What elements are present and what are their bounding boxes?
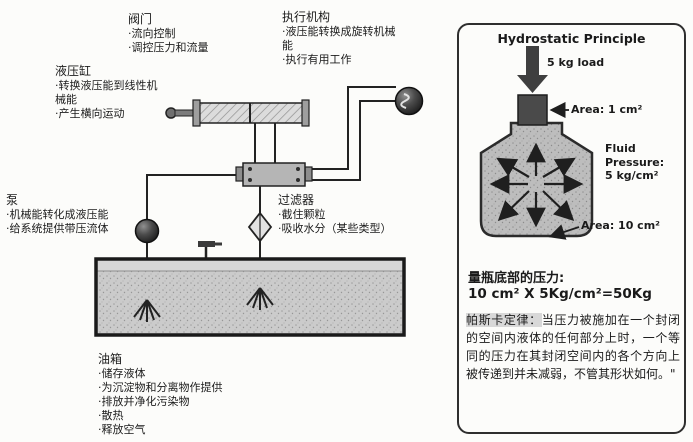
pascal-law-lead: 帕斯卡定律：: [466, 313, 542, 327]
pump-label-bullet: ·给系统提供带压流体: [6, 222, 109, 235]
reservoir-label: 油箱 ·储存液体 ·为沉淀物和分离物作提供 ·排放并净化污染物 ·散热 ·释放空…: [98, 352, 238, 437]
valve-label-bullet: ·流向控制: [128, 27, 176, 40]
cylinder-label-title: 液压缸: [55, 64, 92, 78]
reservoir-label-bullet: ·为沉淀物和分离物作提供: [98, 381, 223, 394]
valve-block-shape: [235, 162, 313, 187]
pascal-law-body: 当压力被施加在一个封闭的空间内液体的任何部分上时，一个等同的压力在其封闭空间内的…: [466, 313, 680, 381]
load-label: 5 kg load: [547, 56, 605, 69]
pump-label-bullet: ·机械能转化成液压能: [6, 208, 109, 221]
valve-label-bullet: ·调控压力和流量: [128, 41, 209, 54]
panel-title: Hydrostatic Principle: [497, 31, 646, 46]
actuator-label-bullet: ·液压能转换成旋转机械能: [282, 25, 396, 52]
tank-fitting-icon: [198, 241, 222, 259]
valve-label-title: 阀门: [128, 12, 153, 26]
valve-label: 阀门 ·流向控制 ·调控压力和流量: [128, 12, 248, 55]
filter-label-bullet: ·吸收水分（某些类型）: [278, 222, 392, 235]
actuator-label-title: 执行机构: [282, 10, 331, 24]
pascal-law-text: 帕斯卡定律：当压力被施加在一个封闭的空间内液体的任何部分上时，一个等同的压力在其…: [466, 311, 680, 383]
cylinder-label-bullet: ·转换液压能到线性机械能: [55, 79, 158, 106]
piston-shape: [517, 94, 548, 126]
area-bottom-label: Area: 10 cm²: [581, 219, 660, 232]
pressure-formula: 10 cm² X 5Kg/cm²=50Kg: [468, 286, 652, 302]
hydrostatic-principle-panel: [457, 23, 686, 434]
cylinder-label-bullet: ·产生横向运动: [55, 107, 125, 120]
actuator-label-bullet: ·执行有用工作: [282, 53, 352, 66]
filter-icon: [247, 211, 273, 243]
pressure-arrows-icon: [489, 142, 584, 228]
hydraulic-cylinder-shape: [165, 99, 310, 127]
fluid-pressure-line: 5 kg/cm²: [605, 169, 659, 182]
reservoir-label-bullet: ·储存液体: [98, 367, 146, 380]
fluid-pressure-line: Fluid: [605, 142, 636, 155]
strainer-icon: [133, 287, 274, 322]
reservoir-shape: [94, 241, 406, 337]
reservoir-label-bullet: ·释放空气: [98, 423, 146, 436]
motor-icon: [394, 86, 424, 116]
filter-label-bullet: ·截住颗粒: [278, 208, 326, 221]
pump-label: 泵 ·机械能转化成液压能 ·给系统提供带压流体: [6, 193, 128, 236]
pump-label-title: 泵: [6, 193, 19, 207]
cylinder-label: 液压缸 ·转换液压能到线性机械能 ·产生横向运动: [55, 64, 159, 121]
reservoir-label-bullet: ·排放并净化污染物: [98, 395, 190, 408]
area-top-label: Area: 1 cm²: [571, 103, 643, 116]
filter-label: 过滤器 ·截住颗粒 ·吸收水分（某些类型）: [278, 193, 414, 236]
load-arrow-icon: [517, 46, 548, 93]
pressure-heading: 量瓶底部的压力:: [468, 271, 565, 286]
fluid-pressure-line: Pressure:: [605, 155, 665, 169]
actuator-label: 执行机构 ·液压能转换成旋转机械能 ·执行有用工作: [282, 10, 396, 67]
pump-icon: [134, 218, 160, 244]
reservoir-label-bullet: ·散热: [98, 409, 124, 422]
area-pointer-icon: [548, 101, 580, 240]
filter-label-title: 过滤器: [278, 193, 315, 207]
fluid-pressure-label: Fluid Pressure: 5 kg/cm²: [605, 142, 664, 183]
reservoir-label-title: 油箱: [98, 352, 123, 366]
